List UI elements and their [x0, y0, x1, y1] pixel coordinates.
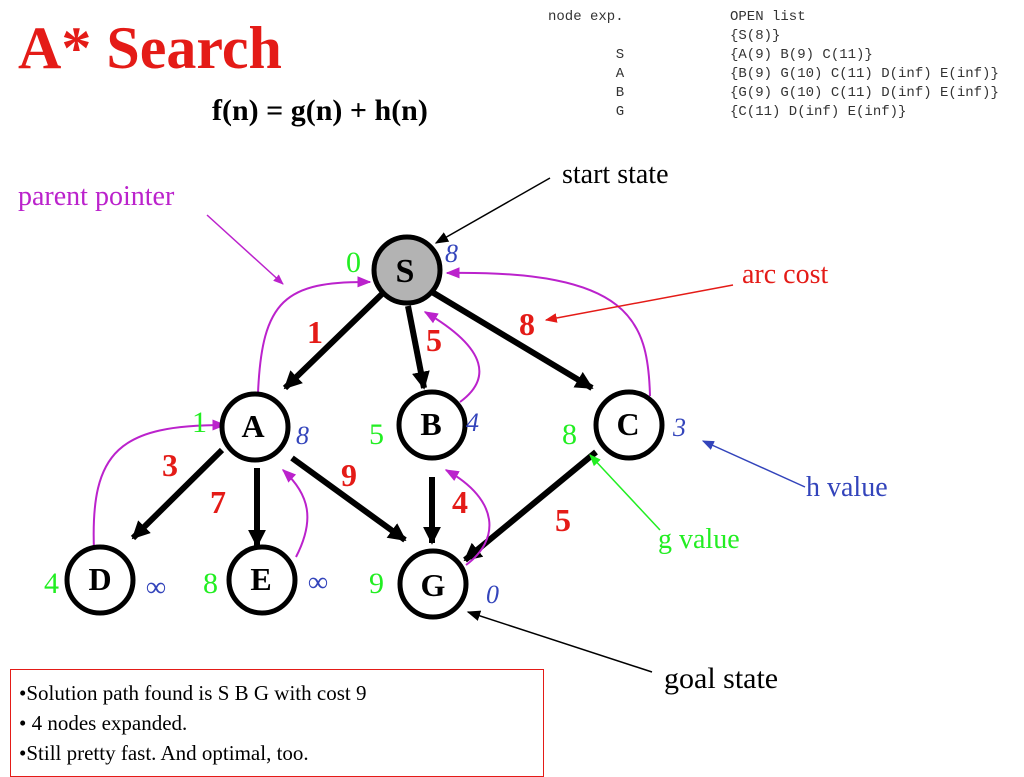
- header-node-exp: node exp.: [548, 9, 624, 25]
- node-label: E: [250, 561, 271, 597]
- g-value-E: 8: [203, 567, 218, 600]
- parent-pointer-D-A: [92, 419, 227, 551]
- edge-A-D: [130, 447, 225, 541]
- summary-line: • 4 nodes expanded.: [19, 711, 188, 735]
- h-value-B: 4: [466, 408, 479, 437]
- node-D: D: [64, 544, 136, 616]
- g-value-B: 5: [369, 418, 384, 451]
- formula: f(n) = g(n) + h(n): [212, 94, 428, 127]
- h-value-D: ∞: [146, 572, 166, 603]
- parent-pointer-G-B: [444, 469, 491, 566]
- g-value-D: 4: [44, 567, 59, 600]
- table-row: S {A(9) B(9) C(11)}: [548, 46, 999, 65]
- arc-cost-C-G: 5: [555, 502, 571, 538]
- parent-pointer-B-S: [423, 311, 481, 403]
- arc-cost-S-B: 5: [426, 322, 442, 358]
- edge-S-A: [282, 290, 386, 391]
- open-list-cell: {G(9) G(10) C(11) D(inf) E(inf)}: [730, 85, 999, 101]
- table-header-row: node exp. OPEN list: [548, 8, 999, 27]
- table-row: G {C(11) D(inf) E(inf)}: [548, 103, 999, 122]
- open-list-cell: {S(8)}: [730, 28, 781, 44]
- node-G: G: [397, 548, 469, 620]
- g-value-C: 8: [562, 418, 577, 451]
- goal-state-arrow: [466, 610, 653, 673]
- open-list-cell: {C(11) D(inf) E(inf)}: [730, 104, 907, 120]
- start-state-label: start state: [562, 159, 669, 190]
- node-exp-cell: A: [615, 66, 625, 82]
- h-value-label: h value: [806, 472, 888, 503]
- g-value-label: g value: [658, 524, 740, 555]
- node-exp-cell: B: [615, 85, 625, 101]
- node-label: S: [396, 253, 415, 290]
- h-value-A: 8: [296, 421, 309, 450]
- open-list-cell: {B(9) G(10) C(11) D(inf) E(inf)}: [730, 66, 999, 82]
- g-value-arrow: [589, 454, 661, 531]
- edge-S-B: [405, 305, 430, 390]
- edge-A-G: [290, 455, 407, 543]
- node-label: B: [420, 406, 441, 442]
- open-list-table: node exp. OPEN list {S(8)} S {A(9) B(9) …: [548, 8, 999, 122]
- goal-state-label: goal state: [664, 662, 778, 695]
- parent-pointer-C-S: [445, 267, 651, 397]
- start-state-arrow: [434, 177, 551, 244]
- node-exp-cell: S: [615, 47, 625, 63]
- node-A: A: [219, 391, 291, 463]
- summary-line: •Solution path found is S B G with cost …: [19, 681, 367, 705]
- arc-cost-A-G: 9: [341, 457, 357, 493]
- h-value-G: 0: [486, 580, 499, 609]
- edge-C-G: [463, 449, 598, 563]
- parent-pointer-A-S: [257, 276, 372, 394]
- node-label: G: [421, 567, 446, 603]
- node-S: S: [371, 234, 443, 306]
- edge-S-C: [430, 289, 594, 391]
- table-row: {S(8)}: [548, 27, 999, 46]
- arc-cost-label: arc cost: [742, 259, 829, 290]
- h-value-E: ∞: [308, 567, 328, 598]
- h-value-arrow: [701, 440, 806, 488]
- arc-cost-A-D: 3: [162, 447, 178, 483]
- h-value-S: 8: [445, 239, 458, 268]
- arc-cost-A-E: 7: [210, 484, 226, 520]
- arc-cost-S-C: 8: [519, 306, 535, 342]
- slide-title: A* Search: [18, 15, 282, 81]
- arc-cost-B-G: 4: [452, 484, 468, 520]
- parent-pointer-callout-arrow: [206, 214, 284, 285]
- table-row: A {B(9) G(10) C(11) D(inf) E(inf)}: [548, 65, 999, 84]
- node-label: C: [616, 406, 639, 442]
- open-list-cell: {A(9) B(9) C(11)}: [730, 47, 873, 63]
- parent-pointer-label: parent pointer: [18, 181, 175, 212]
- node-label: D: [88, 561, 111, 597]
- arc-cost-arrow: [544, 284, 734, 323]
- node-exp-cell: G: [615, 104, 625, 120]
- header-open-list: OPEN list: [730, 9, 806, 25]
- g-value-A: 1: [192, 406, 207, 439]
- arc-cost-S-A: 1: [307, 314, 323, 350]
- g-value-G: 9: [369, 567, 384, 600]
- node-C: C: [593, 389, 665, 461]
- summary-line: •Still pretty fast. And optimal, too.: [19, 741, 309, 765]
- g-value-S: 0: [346, 246, 361, 279]
- node-E: E: [226, 544, 298, 616]
- node-label: A: [241, 408, 264, 444]
- h-value-C: 3: [672, 413, 686, 442]
- summary-box: •Solution path found is S B G with cost …: [10, 669, 544, 777]
- node-B: B: [396, 389, 468, 461]
- parent-pointer-E-A: [281, 469, 309, 558]
- table-row: B {G(9) G(10) C(11) D(inf) E(inf)}: [548, 84, 999, 103]
